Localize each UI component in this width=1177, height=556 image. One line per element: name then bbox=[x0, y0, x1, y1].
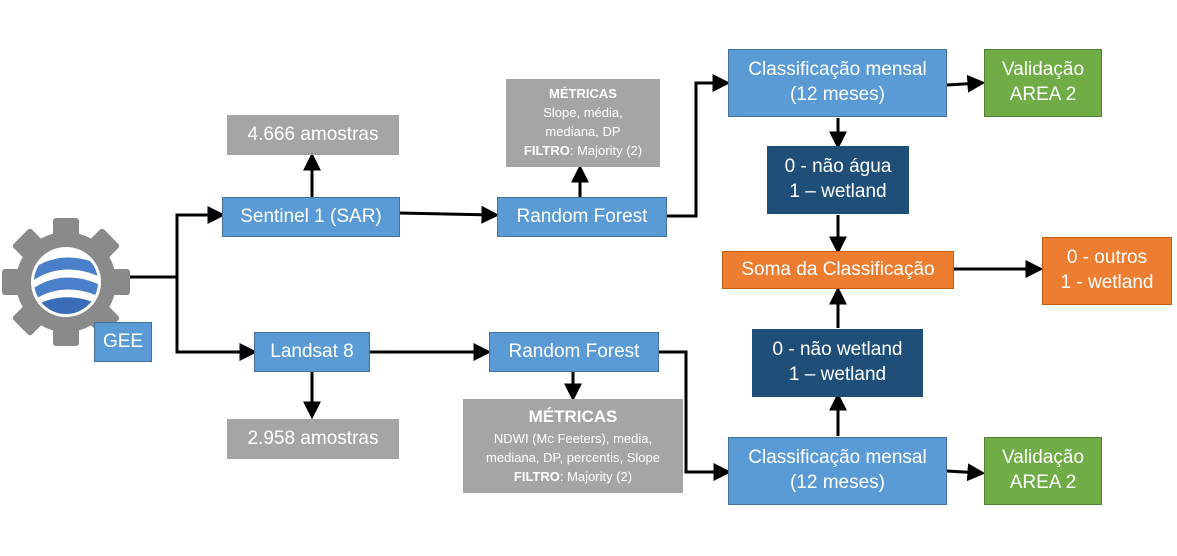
classificacao-top-line1: Classificação mensal bbox=[748, 59, 927, 81]
metricas-bottom-filtro: FILTRO: Majority (2) bbox=[513, 468, 633, 484]
metricas-bottom-line2: mediana, DP, percentis, Slope bbox=[486, 449, 660, 465]
validacao-bottom-line2: AREA 2 bbox=[1009, 472, 1077, 493]
landsat-8-box: Landsat 8 bbox=[254, 332, 370, 372]
metricas-top-line2: mediana, DP bbox=[545, 124, 621, 139]
resultado-line1: 0 - outros bbox=[1066, 247, 1148, 269]
random-forest-bottom-box: Random Forest bbox=[489, 332, 659, 372]
amostras-landsat-box: 2.958 amostras bbox=[227, 419, 399, 459]
google-earth-engine-gear-icon bbox=[2, 218, 130, 346]
resultado-box: 0 - outros 1 - wetland bbox=[1042, 237, 1172, 305]
classificacao-top-box: Classificação mensal (12 meses) bbox=[728, 49, 947, 117]
arrow-gee-to-landsat bbox=[175, 277, 258, 361]
classificacao-bottom-line1: Classificação mensal bbox=[748, 447, 927, 469]
legenda-bottom-line1: 0 - não wetland bbox=[772, 339, 903, 361]
metricas-top-box: MÉTRICAS Slope, média, mediana, DP FILTR… bbox=[506, 79, 660, 167]
legenda-bottom-line2: 1 – wetland bbox=[788, 364, 887, 385]
metricas-bottom-title: MÉTRICAS bbox=[528, 407, 618, 427]
legenda-top-line1: 0 - não água bbox=[784, 156, 892, 178]
legenda-bottom-box: 0 - não wetland 1 – wetland bbox=[752, 329, 923, 397]
legenda-top-line2: 1 – wetland bbox=[789, 181, 887, 202]
metricas-bottom-line1: NDWI (Mc Feeters), media, bbox=[493, 431, 653, 447]
classificacao-bottom-line2: (12 meses) bbox=[789, 472, 886, 493]
soma-classificacao-box: Soma da Classificação bbox=[722, 251, 954, 289]
classificacao-bottom-box: Classificação mensal (12 meses) bbox=[728, 437, 947, 505]
amostras-sentinel-box: 4.666 amostras bbox=[227, 115, 399, 155]
validacao-top-box: Validação AREA 2 bbox=[984, 49, 1102, 117]
arrow-sentinel-to-rf bbox=[398, 205, 500, 224]
metricas-bottom-box: MÉTRICAS NDWI (Mc Feeters), media, media… bbox=[463, 399, 683, 493]
sentinel-1-box: Sentinel 1 (SAR) bbox=[222, 197, 400, 237]
arrow-gee-to-sentinel bbox=[130, 206, 226, 279]
metricas-top-title: MÉTRICAS bbox=[549, 86, 617, 102]
metricas-top-line1: Slope, média, bbox=[543, 105, 623, 121]
arrow-class-to-valid-top bbox=[946, 74, 986, 93]
arrow-class-to-valid-bottom bbox=[946, 463, 986, 482]
classificacao-top-line2: (12 meses) bbox=[789, 84, 886, 105]
random-forest-top-box: Random Forest bbox=[497, 197, 667, 237]
validacao-top-line1: Validação bbox=[1001, 59, 1085, 81]
validacao-bottom-line1: Validação bbox=[1001, 447, 1085, 469]
validacao-bottom-box: Validação AREA 2 bbox=[984, 437, 1102, 505]
legenda-top-box: 0 - não água 1 – wetland bbox=[767, 146, 909, 214]
resultado-line2: 1 - wetland bbox=[1060, 272, 1154, 293]
arrow-rf-to-class-top bbox=[667, 74, 731, 218]
arrow-rf-to-class-bottom bbox=[658, 350, 732, 481]
gee-box: GEE bbox=[94, 322, 152, 362]
validacao-top-line2: AREA 2 bbox=[1009, 84, 1077, 105]
metricas-top-filtro: FILTRO: Majority (2) bbox=[523, 142, 643, 158]
